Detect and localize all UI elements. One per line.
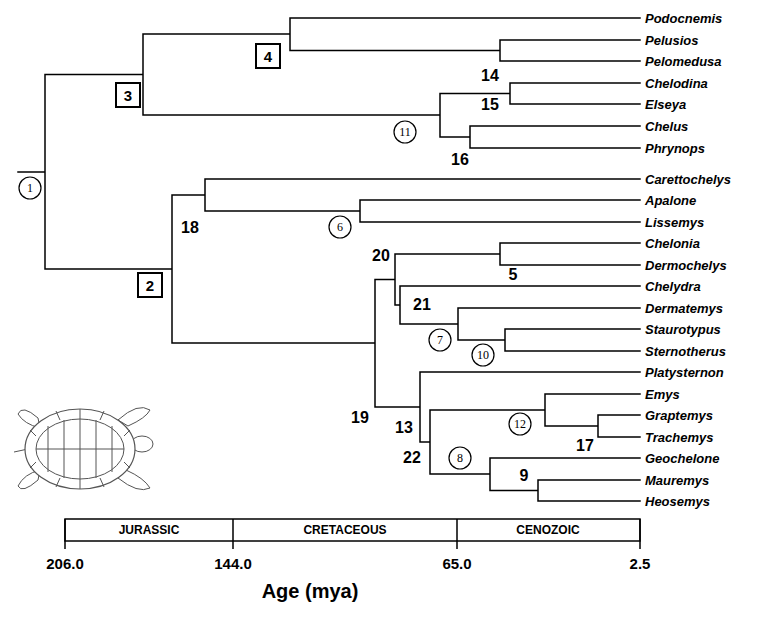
node-number-text: 8 <box>457 451 463 466</box>
clade-number: 15 <box>481 96 499 114</box>
circled-number: 1 <box>18 176 42 200</box>
taxon-label: Platysternon <box>645 365 724 380</box>
clade-number: 19 <box>351 409 369 427</box>
age-tick: 65.0 <box>442 555 471 572</box>
clade-number: 17 <box>576 437 594 455</box>
taxon-label: Dermatemys <box>645 301 723 316</box>
taxon-label: Phrynops <box>645 141 705 156</box>
clade-number: 20 <box>372 247 390 265</box>
taxon-label: Dermochelys <box>645 258 727 273</box>
node-number-text: 6 <box>337 220 343 235</box>
taxon-label: Staurotypus <box>645 322 721 337</box>
node-number-text: 4 <box>264 48 272 65</box>
taxon-label: Carettochelys <box>645 172 731 187</box>
clade-number: 21 <box>413 296 431 314</box>
axis-title: Age (mya) <box>262 580 359 603</box>
taxon-label: Chelodina <box>645 76 708 91</box>
age-tick: 2.5 <box>630 555 651 572</box>
clade-number: 22 <box>403 449 421 467</box>
era-label: JURASSIC <box>119 523 180 537</box>
taxon-label: Mauremys <box>645 473 709 488</box>
circled-number: 10 <box>471 343 495 367</box>
clade-number: 5 <box>509 266 518 284</box>
circled-number: 12 <box>508 412 532 436</box>
era-label: CRETACEOUS <box>303 523 386 537</box>
taxon-label: Heosemys <box>645 494 710 509</box>
node-number-text: 7 <box>437 333 443 348</box>
boxed-number: 2 <box>137 272 163 298</box>
node-number-text: 3 <box>124 87 132 104</box>
circled-number: 11 <box>393 120 417 144</box>
clade-number: 9 <box>520 467 529 485</box>
age-tick: 206.0 <box>46 555 84 572</box>
taxon-label: Emys <box>645 387 680 402</box>
circled-number: 8 <box>448 446 472 470</box>
taxon-label: Apalone <box>645 193 696 208</box>
clade-number: 16 <box>451 151 469 169</box>
clade-number: 13 <box>395 419 413 437</box>
taxon-label: Chelus <box>645 119 688 134</box>
taxon-label: Lissemys <box>645 215 704 230</box>
age-tick: 144.0 <box>214 555 252 572</box>
taxon-label: Chelonia <box>645 236 700 251</box>
clade-number: 18 <box>181 219 199 237</box>
node-number-text: 10 <box>477 348 489 363</box>
taxon-label: Sternotherus <box>645 344 726 359</box>
taxon-label: Graptemys <box>645 408 713 423</box>
era-label: CENOZOIC <box>516 523 579 537</box>
boxed-number: 4 <box>255 43 281 69</box>
node-number-text: 1 <box>27 181 33 196</box>
circled-number: 7 <box>428 328 452 352</box>
taxon-label: Podocnemis <box>645 11 722 26</box>
taxon-label: Trachemys <box>645 430 713 445</box>
boxed-number: 3 <box>115 82 141 108</box>
taxon-label: Geochelone <box>645 451 719 466</box>
taxon-label: Pelusios <box>645 33 698 48</box>
taxon-label: Elseya <box>645 97 686 112</box>
taxon-label: Pelomedusa <box>645 54 722 69</box>
node-number-text: 2 <box>146 277 154 294</box>
node-number-text: 12 <box>514 417 526 432</box>
clade-number: 14 <box>481 67 499 85</box>
taxon-label: Chelydra <box>645 279 701 294</box>
circled-number: 6 <box>328 215 352 239</box>
node-number-text: 11 <box>399 125 411 140</box>
